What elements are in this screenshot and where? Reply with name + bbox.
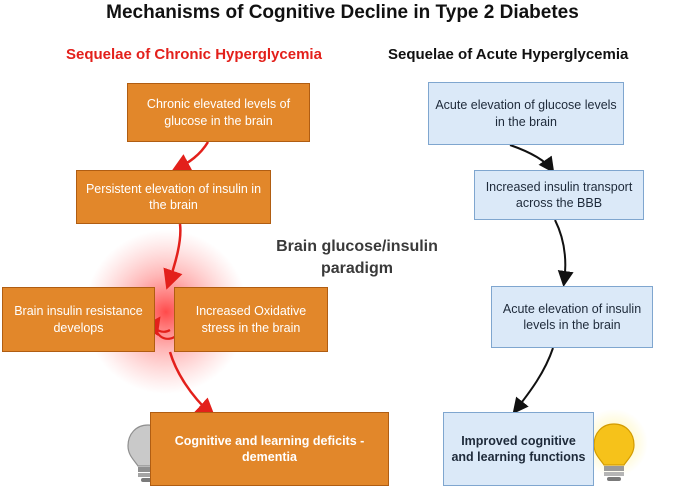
- chronic-insulin-box: Persistent elevation of insulin in the b…: [76, 170, 271, 224]
- arrow-chronic-1-to-2: [170, 141, 210, 173]
- paradigm-label: Brain glucose/insulin paradigm: [276, 238, 438, 277]
- improved-cognition-box: Improved cognitive and learning function…: [443, 412, 594, 486]
- arrow-chronic-2-to-3: [163, 223, 183, 290]
- arrow-acute-3-to-4: [512, 347, 554, 415]
- insulin-resistance-box: Brain insulin resistance develops: [2, 287, 155, 352]
- acute-heading: Sequelae of Acute Hyperglycemia: [388, 46, 629, 63]
- diagram-title: Mechanisms of Cognitive Decline in Type …: [106, 2, 579, 23]
- inflammation-glow: [84, 230, 248, 394]
- acute-glucose-box: Acute elevation of glucose levels in the…: [428, 82, 624, 145]
- chronic-glucose-box: Chronic elevated levels of glucose in th…: [127, 83, 310, 142]
- chronic-heading: Sequelae of Chronic Hyperglycemia: [66, 46, 322, 63]
- acute-insulin-box: Acute elevation of insulin levels in the…: [491, 286, 653, 348]
- cognitive-deficits-box: Cognitive and learning deficits - dement…: [150, 412, 389, 486]
- arrow-acute-2-to-3: [554, 219, 574, 287]
- arrow-acute-1-to-2: [509, 144, 555, 174]
- arrow-chronic-3-to-5: [168, 351, 216, 419]
- insulin-transport-box: Increased insulin transport across the B…: [474, 170, 644, 220]
- lightbulb-on-icon: [593, 423, 635, 481]
- oxidative-stress-box: Increased Oxidative stress in the brain: [174, 287, 328, 352]
